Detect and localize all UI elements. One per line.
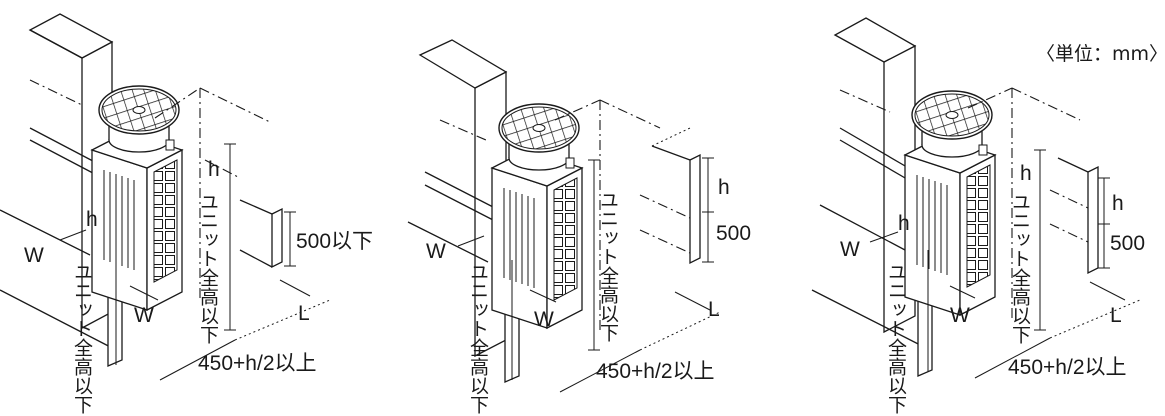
panel-1: h h 500以下 W W L 450+h/2以上 ユニット全高以下 ユニット全…	[0, 13, 373, 414]
label-front-clearance: 450+h/2以上	[596, 360, 715, 383]
unit-note: 〈単位：mm〉	[1036, 43, 1165, 65]
side-line	[0, 289, 121, 353]
label-w-left: W	[840, 238, 860, 261]
side-line	[811, 289, 931, 351]
clearance-envelope	[967, 87, 1089, 318]
dimension-lines	[457, 157, 721, 393]
obstacle-bottom	[239, 249, 273, 268]
label-front-clearance: 450+h/2以上	[1008, 356, 1127, 379]
outdoor-unit	[491, 103, 583, 329]
panel-2: h 500 W W L 450+h/2以上 ユニット全高以下 ユニット全高以下	[407, 39, 751, 414]
label-height-left: ユニット全高以下	[885, 262, 907, 414]
label-obstacle-height: 500以下	[296, 230, 373, 253]
label-height-right: ユニット全高以下	[1009, 192, 1031, 344]
side-line	[819, 204, 906, 251]
label-l: L	[708, 298, 720, 321]
label-h-mid: h	[898, 212, 910, 235]
label-front-clearance: 450+h/2以上	[198, 352, 317, 375]
label-w-bottom: W	[134, 304, 154, 327]
obstacle-wall	[689, 153, 701, 265]
label-height-right: ユニット全高以下	[597, 190, 619, 342]
side-line	[424, 171, 496, 209]
outdoor-unit	[91, 85, 183, 311]
label-h-mid: h	[86, 208, 98, 231]
clearance-envelope	[154, 87, 271, 300]
panel-3: 〈単位：mm〉	[811, 17, 1165, 414]
side-line	[839, 127, 913, 171]
obstacle-top	[1057, 157, 1089, 173]
label-height-left: ユニット全高以下	[467, 262, 489, 414]
obstacle-top	[651, 145, 691, 161]
obstacle-line	[651, 127, 691, 147]
rear-wall	[418, 39, 508, 358]
label-height-left: ユニット全高以下	[71, 262, 93, 414]
obstacle-wall	[271, 207, 283, 269]
label-w-bottom: W	[534, 308, 554, 331]
label-l: L	[1110, 304, 1122, 327]
label-height-right: ユニット全高以下	[197, 192, 219, 344]
label-obstacle-height: 500	[716, 222, 751, 245]
outdoor-unit	[904, 90, 996, 316]
side-line	[407, 221, 489, 263]
dimension-lines	[869, 149, 1141, 379]
clearance-envelope	[554, 99, 691, 330]
side-line	[424, 184, 496, 222]
label-w-left: W	[426, 240, 446, 263]
label-obstacle-height: 500	[1110, 232, 1145, 255]
label-obstacle-h: h	[718, 176, 730, 199]
side-line	[0, 209, 91, 256]
label-h-top: h	[1020, 162, 1032, 185]
side-line	[839, 139, 913, 183]
obstacle-wall	[1087, 165, 1099, 275]
label-h-top: h	[208, 158, 220, 181]
obstacle-top	[239, 199, 273, 215]
dimension-lines	[59, 143, 331, 381]
label-w-left: W	[24, 244, 44, 267]
label-l: L	[298, 302, 310, 325]
label-w-bottom: W	[950, 304, 970, 327]
label-obstacle-h: h	[1112, 192, 1124, 215]
